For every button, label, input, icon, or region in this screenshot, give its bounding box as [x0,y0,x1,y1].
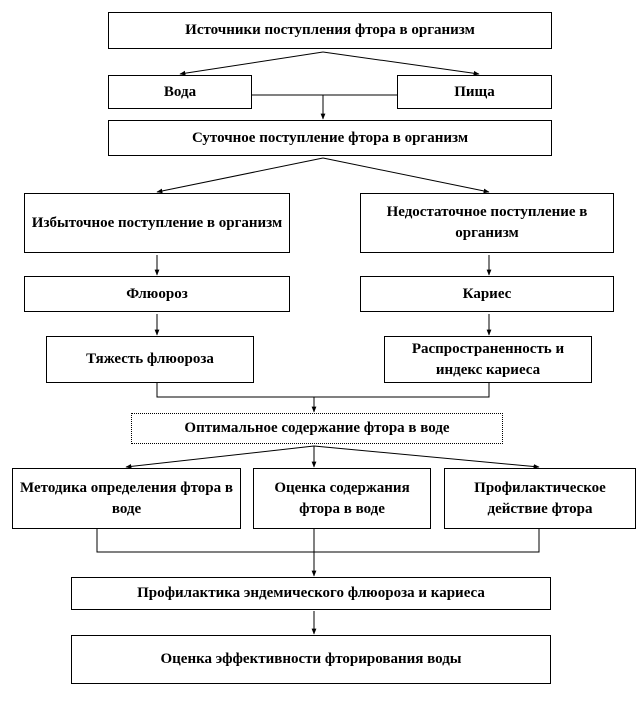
node-insufficient-intake: Недостаточное поступление в организм [360,193,614,253]
node-daily-intake: Суточное поступление фтора в организм [108,120,552,156]
node-excess-intake: Избыточное поступление в организм [24,193,290,253]
connector-merge-optimal [156,383,490,398]
node-caries-prevalence: Распространенность и индекс кариеса [384,336,592,383]
node-fluoridation-assessment: Оценка эффективности фторирования воды [71,635,551,684]
node-preventive-action: Профилактическое действие фтора [444,468,636,529]
arrow-sources-water [179,51,324,76]
arrow-optimal-method [125,445,315,469]
arrow-daily-excess [156,157,324,194]
node-prevention: Профилактика эндемического флюороза и ка… [71,577,551,610]
node-water: Вода [108,75,252,109]
node-food: Пища [397,75,552,109]
node-content-assessment: Оценка содержания фтора в воде [253,468,431,529]
node-caries: Кариес [360,276,614,312]
arrow-optimal-preventive [313,445,540,469]
node-fluorosis-severity: Тяжесть флюороза [46,336,254,383]
node-method-determination: Методика определения фтора в воде [12,468,241,529]
node-optimal-content: Оптимальное содержание фтора в воде [131,413,503,444]
node-sources: Источники поступления фтора в организм [108,12,552,49]
connector-three-merge [96,529,540,553]
arrow-sources-food [322,51,480,76]
arrow-daily-insufficient [322,157,490,194]
node-fluorosis: Флюороз [24,276,290,312]
